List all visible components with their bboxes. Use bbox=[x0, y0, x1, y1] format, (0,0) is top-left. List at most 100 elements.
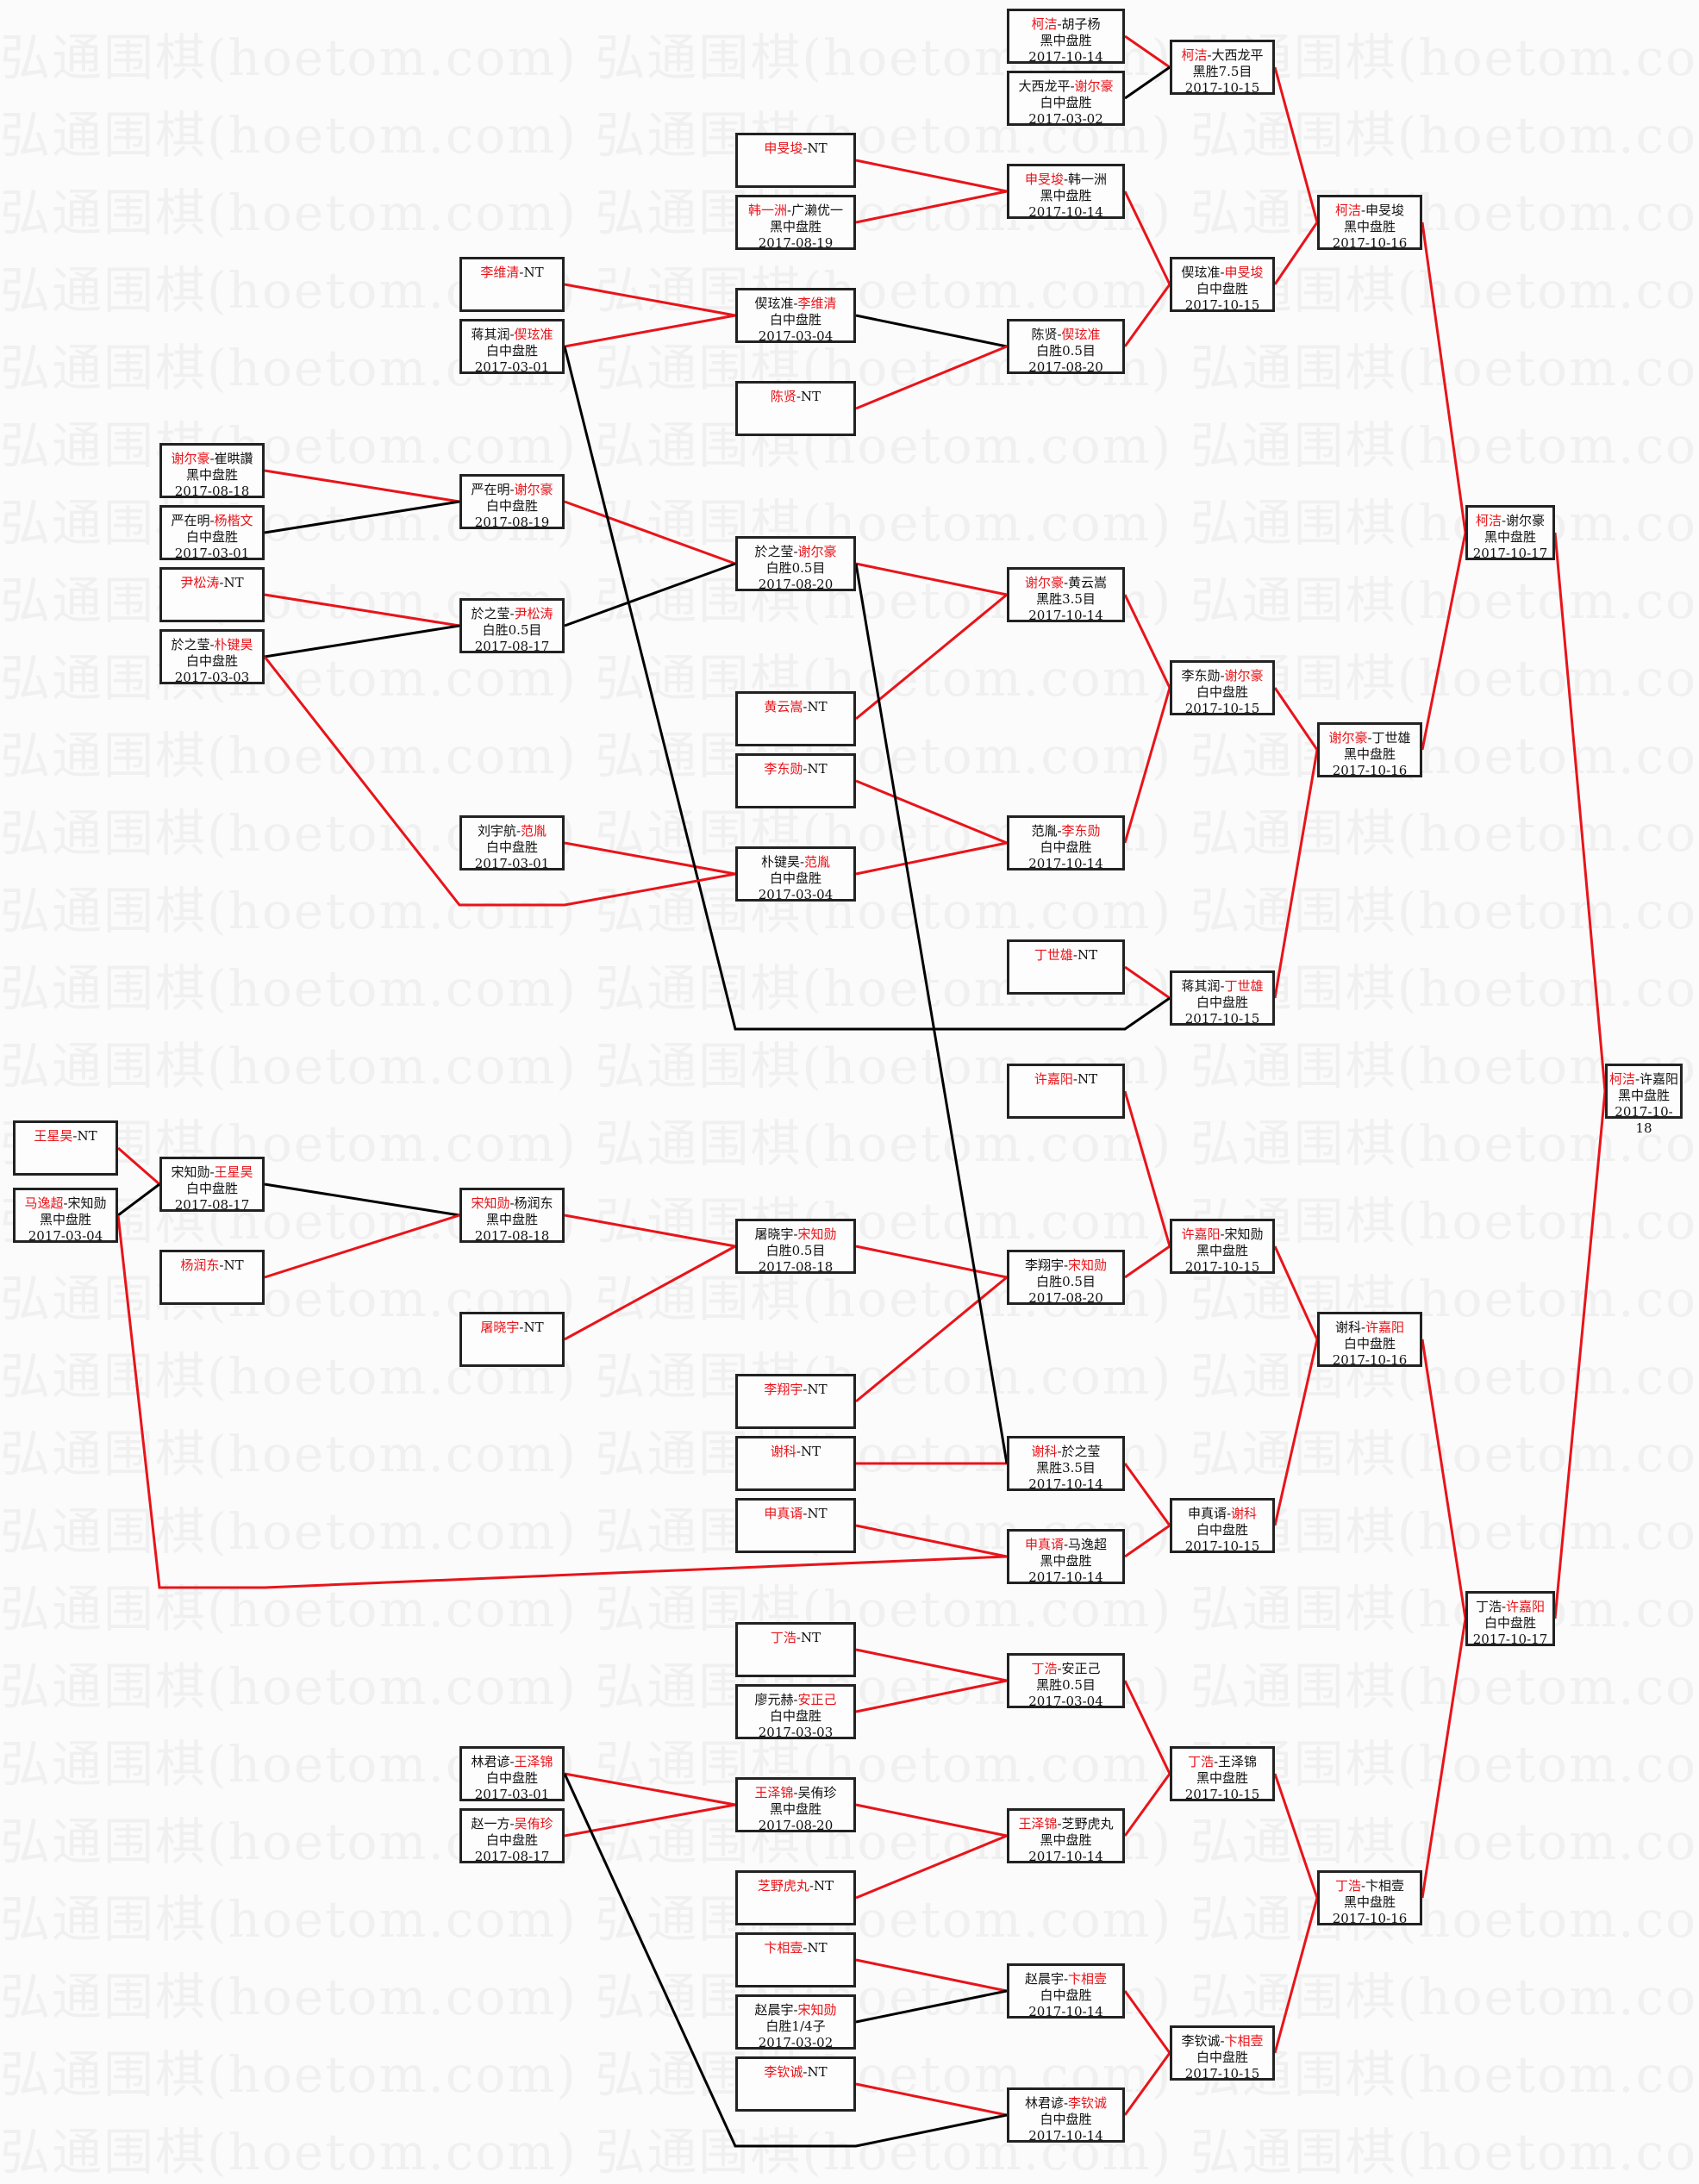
match-result: 白中盘胜 bbox=[1196, 281, 1248, 296]
bye-match-box[interactable]: 屠晓宇-NT bbox=[459, 1312, 565, 1367]
player-white: 於之莹 bbox=[1061, 1444, 1101, 1459]
bye-match-box[interactable]: 谢科-NT bbox=[735, 1436, 856, 1491]
bye-match-box[interactable]: 王星昊-NT bbox=[13, 1120, 118, 1176]
bye-match-box[interactable]: 丁浩-NT bbox=[735, 1622, 856, 1677]
bye-match-box[interactable]: 黄云嵩-NT bbox=[735, 691, 856, 746]
bye-match-box[interactable]: 卞相壹-NT bbox=[735, 1932, 856, 1987]
player-black: 偰玹准 bbox=[1181, 265, 1221, 280]
player-white: NT bbox=[800, 1444, 821, 1459]
player-black: 於之莹 bbox=[754, 544, 794, 559]
player-separator: - bbox=[509, 327, 515, 342]
player-white: 丁世雄 bbox=[1224, 978, 1264, 994]
bye-match-box[interactable]: 李翔宇-NT bbox=[735, 1374, 856, 1429]
match-players: 芝野虎丸-NT bbox=[738, 1878, 853, 1894]
bye-match-box[interactable]: 申真谞-NT bbox=[735, 1498, 856, 1553]
player-separator: - bbox=[1213, 1754, 1219, 1769]
player-separator: - bbox=[803, 2064, 808, 2080]
bye-match-box[interactable]: 芝野虎丸-NT bbox=[735, 1870, 856, 1925]
bye-match-box[interactable]: 陈贤-NT bbox=[735, 381, 856, 436]
player-separator: - bbox=[793, 544, 798, 559]
player-black: 严在明 bbox=[171, 513, 210, 528]
bye-match-box[interactable]: 李东勋-NT bbox=[735, 753, 856, 808]
player-white: 许嘉阳 bbox=[1506, 1599, 1546, 1614]
match-result: 白中盘胜 bbox=[1484, 1615, 1536, 1631]
player-white: 王泽锦 bbox=[514, 1754, 553, 1769]
match-date: 2017-10-16 bbox=[1332, 1911, 1408, 1926]
player-separator: - bbox=[1057, 327, 1062, 342]
bye-match-box[interactable]: 许嘉阳-NT bbox=[1007, 1064, 1125, 1119]
bye-match-box[interactable]: 丁世雄-NT bbox=[1007, 939, 1125, 995]
match-result: 白中盘胜 bbox=[1196, 2050, 1248, 2065]
player-white: NT bbox=[523, 265, 544, 280]
match-date: 2017-10-14 bbox=[1028, 2004, 1103, 2019]
player-black: 赵晨宇 bbox=[1024, 1971, 1064, 1987]
bye-match-box[interactable]: 申旻埈-NT bbox=[735, 133, 856, 188]
player-separator: - bbox=[1501, 513, 1507, 528]
bye-match-box[interactable]: 李钦诚-NT bbox=[735, 2056, 856, 2112]
bracket-link bbox=[564, 562, 736, 627]
match-result: 黑胜3.5目 bbox=[1036, 591, 1096, 607]
bye-match-box[interactable]: 杨润东-NT bbox=[159, 1250, 265, 1305]
player-separator: - bbox=[1072, 1071, 1077, 1087]
player-black: 李东勋 bbox=[764, 761, 803, 777]
bye-match-box[interactable]: 尹松涛-NT bbox=[159, 567, 265, 622]
match-result: 白中盘胜 bbox=[485, 343, 538, 359]
player-white: 安正己 bbox=[1061, 1661, 1101, 1676]
match-result: 白中盘胜 bbox=[1196, 684, 1248, 700]
bye-match-box[interactable]: 李维清-NT bbox=[459, 257, 565, 312]
match-players: 刘宇航-范胤 bbox=[462, 823, 562, 839]
bracket-link bbox=[1421, 1338, 1467, 1619]
bracket-link bbox=[1124, 34, 1171, 69]
match-players: 赵晨宇-宋知勋 bbox=[738, 2002, 853, 2019]
player-separator: - bbox=[793, 1785, 798, 1800]
